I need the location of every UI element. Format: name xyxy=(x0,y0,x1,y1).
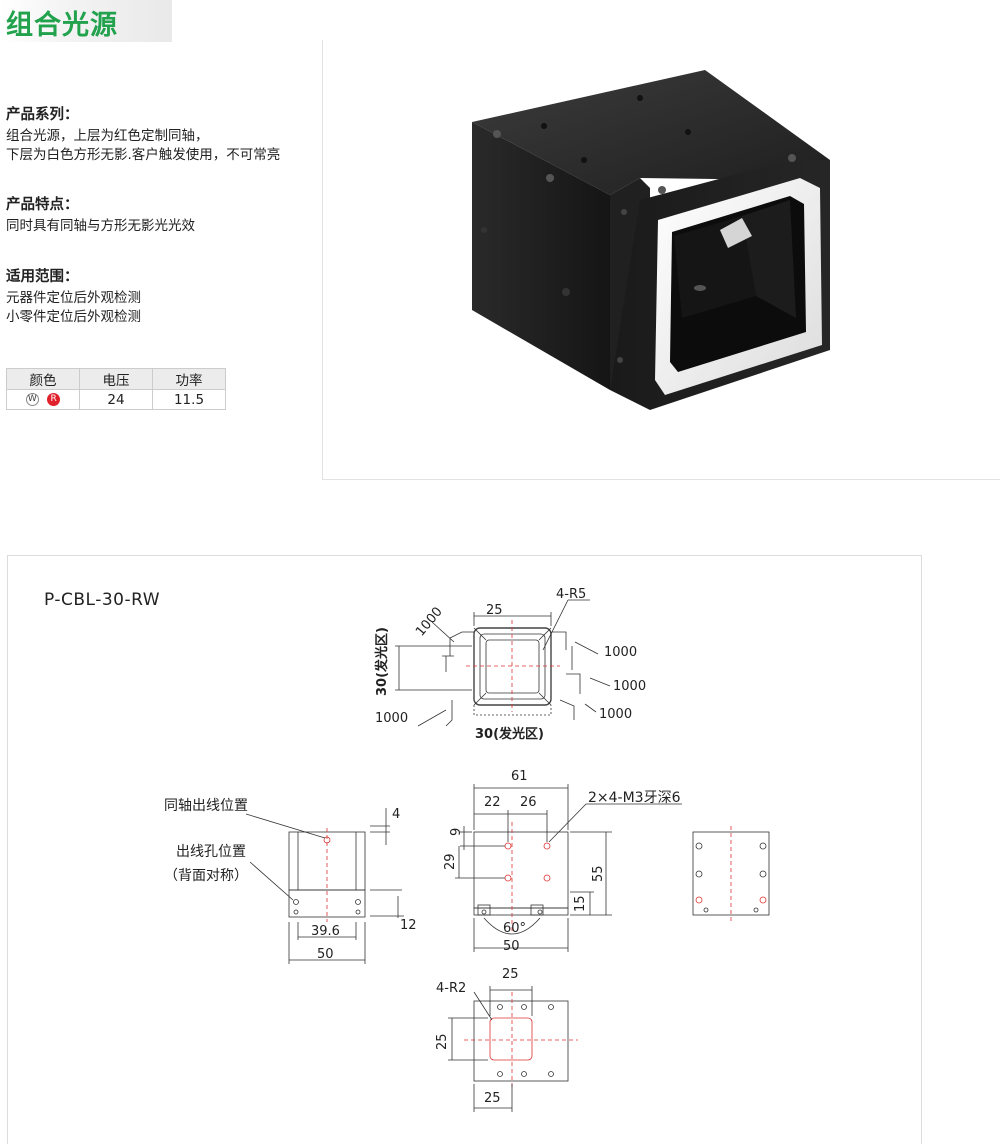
top-cable-2: 1000 xyxy=(604,645,637,660)
front-view xyxy=(455,784,682,952)
back-view xyxy=(692,826,770,922)
features-line: 同时具有同轴与方形无影光光效 xyxy=(6,218,195,234)
side-dim-39-6: 39.6 xyxy=(311,924,340,939)
front-dim-15: 15 xyxy=(573,895,588,912)
spec-power: 11.5 xyxy=(152,389,226,410)
spec-header-voltage: 电压 xyxy=(79,368,153,390)
front-dim-61: 61 xyxy=(511,769,528,784)
drawing-frame xyxy=(7,555,922,1144)
spec-header-color: 颜色 xyxy=(6,368,80,390)
spec-voltage: 24 xyxy=(79,389,153,410)
scope-line: 小零件定位后外观检测 xyxy=(6,309,141,325)
bottom-dim-25-top: 25 xyxy=(502,967,519,982)
technical-drawing: 25 4-R5 1000 1000 1000 1000 1000 30(发光区)… xyxy=(164,587,770,1112)
scope-heading: 适用范围： xyxy=(6,269,79,285)
side-back-label: （背面对称） xyxy=(164,868,248,884)
bottom-dim-25-bottom: 25 xyxy=(484,1091,501,1106)
top-cable-1: 1000 xyxy=(413,604,446,639)
scope-line: 元器件定位后外观检测 xyxy=(6,290,141,306)
scope-section: 适用范围： 元器件定位后外观检测 小零件定位后外观检测 xyxy=(6,268,141,327)
side-dim-12: 12 xyxy=(400,918,417,933)
series-heading: 产品系列： xyxy=(6,107,79,123)
front-screw-label: 2×4-M3牙深6 xyxy=(588,790,681,806)
divider-vertical xyxy=(322,40,323,480)
bottom-radius: 4-R2 xyxy=(436,981,466,996)
top-cable-3: 1000 xyxy=(613,679,646,694)
top-view xyxy=(395,599,611,727)
spec-color-cell: W R xyxy=(6,389,80,410)
series-line: 组合光源，上层为红色定制同轴， xyxy=(6,128,209,144)
top-cable-4: 1000 xyxy=(599,707,632,722)
white-color-badge: W xyxy=(25,393,39,406)
front-dim-9: 9 xyxy=(449,828,464,836)
front-dim-22: 22 xyxy=(484,795,501,810)
front-dim-29: 29 xyxy=(443,853,458,870)
top-cable-5: 1000 xyxy=(375,711,408,726)
side-dim-50: 50 xyxy=(317,947,334,962)
side-dim-4: 4 xyxy=(392,807,400,822)
page-title: 组合光源 xyxy=(6,10,118,41)
side-view xyxy=(245,808,404,964)
bottom-dim-25-left: 25 xyxy=(435,1033,450,1050)
bottom-view xyxy=(448,986,578,1112)
top-area-h: 30(发光区) xyxy=(475,726,544,742)
front-dim-26: 26 xyxy=(520,795,537,810)
divider-horizontal xyxy=(322,479,1000,480)
model-number: P-CBL-30-RW xyxy=(44,590,161,610)
red-color-badge: R xyxy=(47,393,61,406)
front-dim-50: 50 xyxy=(503,939,520,954)
spec-table: 颜色 电压 功率 W R 24 11.5 xyxy=(6,368,226,410)
front-dim-55: 55 xyxy=(591,865,606,882)
front-angle: 60° xyxy=(503,921,526,936)
series-line: 下层为白色方形无影.客户触发使用，不可常亮 xyxy=(6,147,281,163)
top-dim-25: 25 xyxy=(486,603,503,618)
features-heading: 产品特点： xyxy=(6,197,79,213)
product-image xyxy=(472,70,830,410)
title-bar: 组合光源 xyxy=(0,0,172,42)
side-hole-label: 出线孔位置 xyxy=(176,844,246,860)
spec-header-power: 功率 xyxy=(152,368,226,390)
top-area-v: 30(发光区) xyxy=(374,627,390,696)
side-coax-label: 同轴出线位置 xyxy=(164,798,248,814)
series-section: 产品系列： 组合光源，上层为红色定制同轴， 下层为白色方形无影.客户触发使用，不… xyxy=(6,106,280,165)
top-radius: 4-R5 xyxy=(556,587,586,602)
features-section: 产品特点： 同时具有同轴与方形无影光光效 xyxy=(6,196,195,236)
